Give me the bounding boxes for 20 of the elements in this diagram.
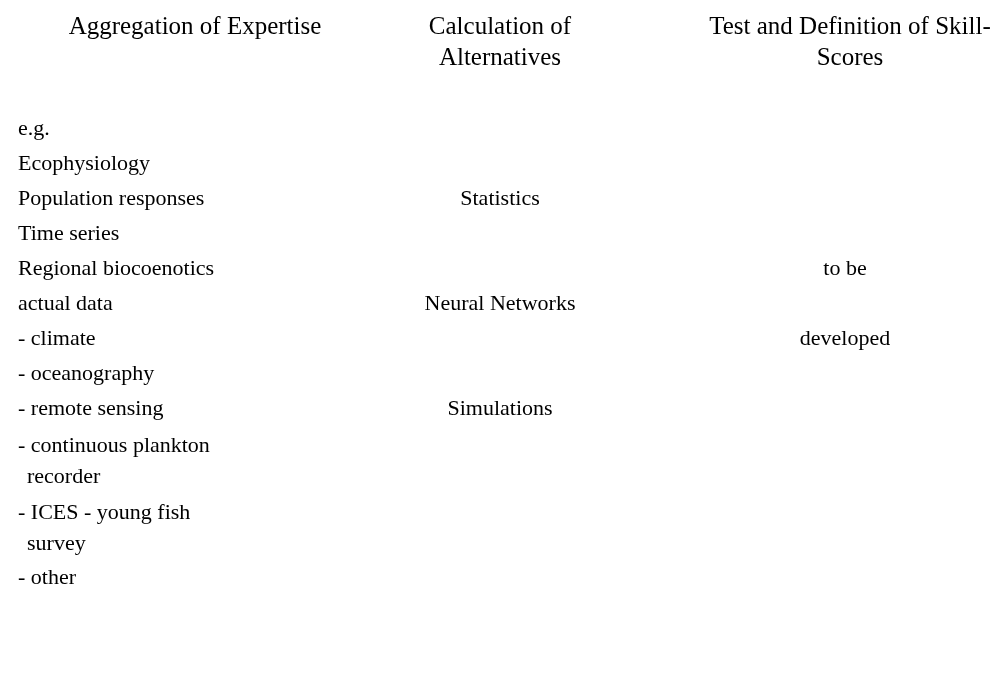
list-item: - climate — [18, 324, 96, 352]
list-item: Population responses — [18, 184, 205, 212]
column-heading: Calculation of Alternatives — [427, 11, 573, 72]
list-item: Regional biocoenotics — [18, 254, 215, 282]
list-item: Ecophysiology — [18, 149, 150, 177]
column-heading: Test and Definition of Skill-Scores — [708, 11, 992, 72]
column-heading: Aggregation of Expertise — [67, 11, 323, 41]
list-item: actual data — [18, 289, 113, 317]
list-item: - remote sensing — [18, 394, 164, 422]
list-item: e.g. — [18, 114, 50, 142]
list-item: - continuous plankton recorder — [18, 431, 211, 490]
method-text: to be — [822, 254, 868, 282]
method-text: developed — [798, 324, 892, 352]
list-item: - oceanography — [18, 359, 155, 387]
method-text: Statistics — [459, 184, 541, 212]
method-text: Simulations — [446, 394, 554, 422]
list-item: - ICES - young fish survey — [18, 498, 192, 557]
list-item: - other — [18, 563, 77, 591]
method-text: Neural Networks — [423, 289, 577, 317]
list-item: Time series — [18, 219, 120, 247]
